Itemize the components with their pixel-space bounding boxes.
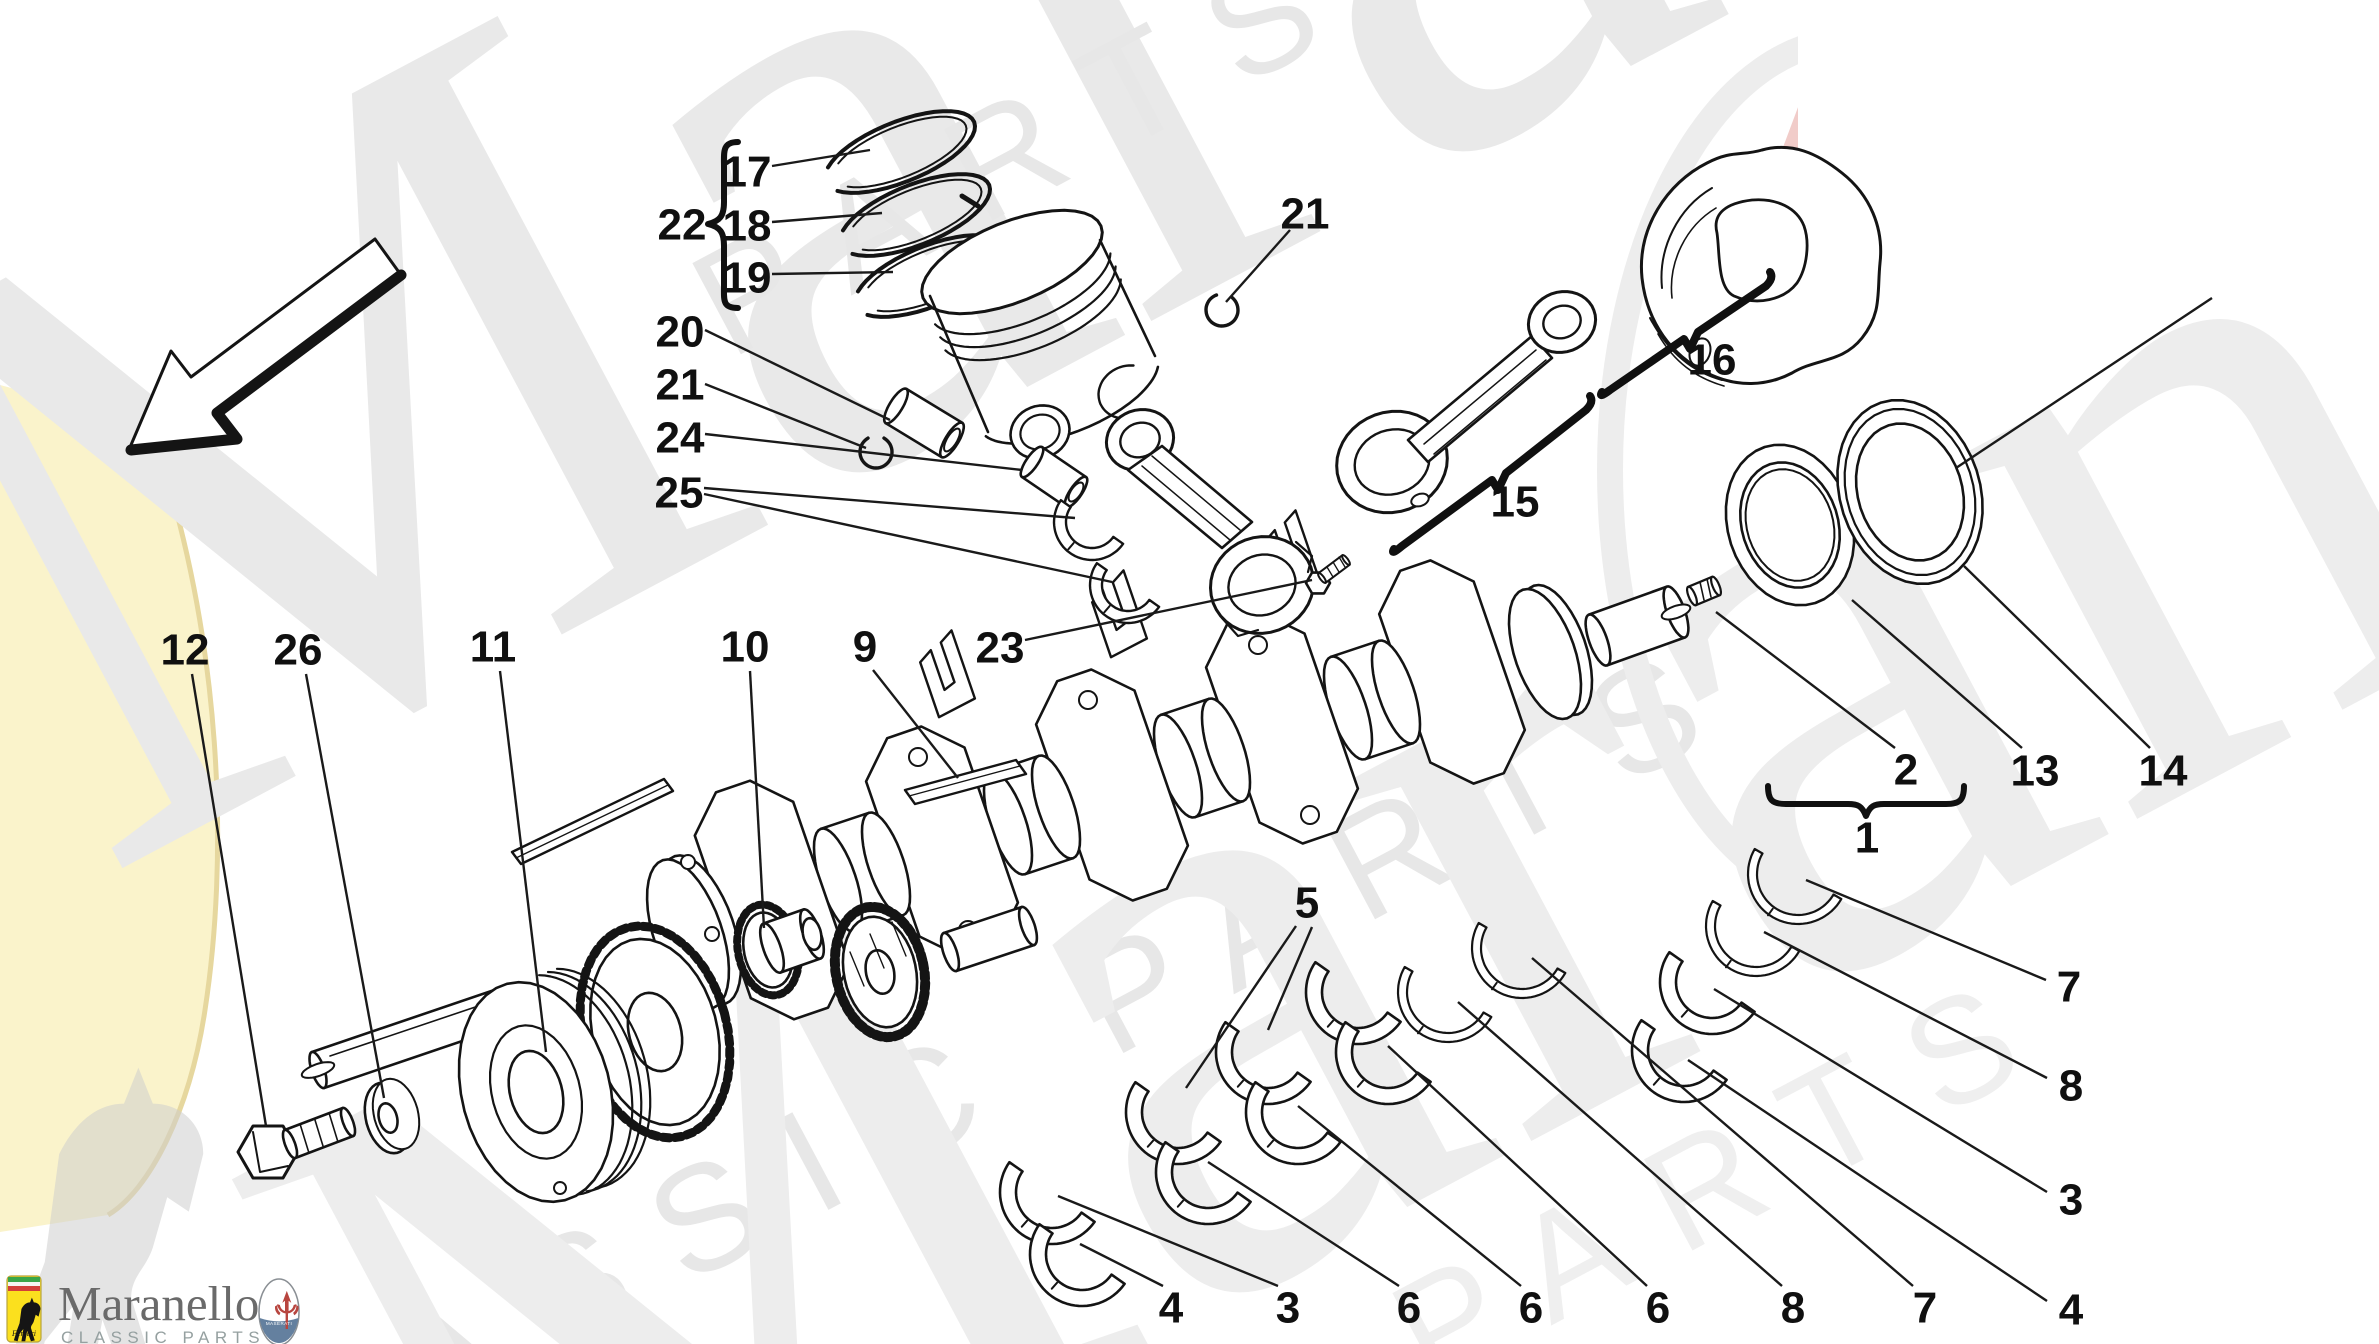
callout-20: 20 <box>656 308 705 357</box>
callout-14: 14 <box>2139 747 2188 796</box>
leader-4-bottom <box>1079 1242 1164 1288</box>
leader-10 <box>748 670 766 929</box>
callout-8-right: 8 <box>2059 1062 2083 1111</box>
leader-7-right <box>1805 878 2047 982</box>
leader-8-bottom <box>1457 1001 1783 1287</box>
callout-9: 9 <box>853 623 877 672</box>
leader-lines-layer <box>190 148 2213 1302</box>
callout-17: 17 <box>723 148 772 197</box>
callout-3-right: 3 <box>2059 1176 2083 1225</box>
callout-5: 5 <box>1295 879 1319 928</box>
rear-seal-rings <box>1724 399 1984 607</box>
logo-subtext: CLASSIC PARTS <box>61 1328 265 1344</box>
leader-6-c <box>1387 1045 1648 1287</box>
leader-21-left <box>704 382 867 450</box>
callout-21-left: 21 <box>656 361 705 410</box>
rod-bolt-23 <box>1304 554 1351 595</box>
leader-12 <box>190 673 268 1127</box>
leader-2 <box>1715 611 1896 749</box>
leader-23 <box>1024 578 1313 642</box>
callout-7-bottom: 7 <box>1913 1284 1937 1333</box>
logo-wordmark: Maranello <box>58 1276 259 1331</box>
main-bearing-shells <box>998 960 1432 1308</box>
callout-4-bottom: 4 <box>1159 1284 1184 1333</box>
pulley-and-gears <box>457 921 735 1204</box>
maranello-classic-parts-logo: Ferrari Maranello CLASSIC PARTS MASERATI <box>6 1275 300 1344</box>
piston-pin-20 <box>882 387 966 459</box>
callout-22: 22 <box>658 201 707 250</box>
leader-13 <box>1851 599 2023 749</box>
maserati-badge-label: MASERATI <box>266 1321 292 1326</box>
brace-group-15 <box>1389 392 1596 556</box>
callout-19: 19 <box>723 254 772 303</box>
callout-24: 24 <box>656 414 705 463</box>
leader-8-right <box>1763 930 2048 1080</box>
leader-17 <box>771 148 871 168</box>
callout-13: 13 <box>2011 747 2060 796</box>
circlips-21 <box>858 293 1240 470</box>
callout-15: 15 <box>1491 478 1540 527</box>
leader-6-b <box>1297 1105 1522 1287</box>
leader-3-right <box>1713 987 2048 1194</box>
leader-7-bottom <box>1531 957 1914 1287</box>
thrust-semirings <box>1396 921 1567 1044</box>
pulley-bolt-and-washer <box>236 1077 421 1180</box>
leader-19 <box>771 270 894 276</box>
callout-21-right: 21 <box>1281 190 1330 239</box>
leader-5-1 <box>1185 925 1297 1089</box>
brace-group-1 <box>1765 783 1967 819</box>
leader-20 <box>704 328 891 422</box>
callout-6-c: 6 <box>1646 1284 1670 1333</box>
callout-25: 25 <box>655 469 704 518</box>
leader-3-bottom <box>1057 1194 1279 1288</box>
leader-21-right <box>1225 229 1291 303</box>
leader-9 <box>872 669 959 779</box>
callout-10: 10 <box>721 623 770 672</box>
ferrari-badge: Ferrari <box>6 1275 42 1343</box>
ferrari-shield-watermark <box>0 385 221 1344</box>
leader-extra-1 <box>1955 297 2213 469</box>
ferrari-badge-label: Ferrari <box>11 1329 36 1338</box>
callout-16: 16 <box>1688 336 1737 385</box>
leader-6-a <box>1207 1160 1400 1288</box>
leader-4-right <box>1687 1059 2048 1302</box>
callout-18: 18 <box>723 202 772 251</box>
diagram-art <box>125 109 1984 1308</box>
callout-4-right: 4 <box>2059 1286 2084 1335</box>
rod-bearing-shells-25 <box>1052 499 1161 625</box>
brace-group-22 <box>705 139 741 311</box>
piston <box>920 208 1160 460</box>
leader-11 <box>498 670 548 1053</box>
callout-1: 1 <box>1855 814 1879 863</box>
rear-bearing-set <box>1630 847 1843 1104</box>
callout-2: 2 <box>1894 746 1918 795</box>
callout-6-b: 6 <box>1519 1284 1543 1333</box>
leader-25-2 <box>703 492 1113 584</box>
leader-24 <box>704 432 1023 472</box>
braces-layer <box>705 139 1967 819</box>
callout-6-a: 6 <box>1397 1284 1421 1333</box>
leader-14 <box>1963 565 2151 749</box>
leader-25-1 <box>703 486 1076 520</box>
piston-assembly-16 <box>1639 145 1883 387</box>
timing-gears <box>733 758 1039 1043</box>
callout-3-bottom: 3 <box>1276 1284 1300 1333</box>
callout-12: 12 <box>161 626 210 675</box>
callout-26: 26 <box>274 626 323 675</box>
brace-group-16 <box>1597 268 1776 399</box>
direction-arrow <box>125 237 407 456</box>
maserati-watermark <box>1597 36 1798 904</box>
callout-7-right: 7 <box>2057 963 2081 1012</box>
maserati-badge: MASERATI <box>258 1278 300 1344</box>
connecting-rod-assembly-15 <box>1335 290 1598 515</box>
callout-8-bottom: 8 <box>1781 1284 1805 1333</box>
leader-18 <box>771 211 883 224</box>
callout-23: 23 <box>976 624 1025 673</box>
callout-11: 11 <box>470 623 517 672</box>
leader-26 <box>304 673 386 1099</box>
leader-5-2 <box>1266 926 1314 1031</box>
connecting-rod-1 <box>1104 408 1315 638</box>
